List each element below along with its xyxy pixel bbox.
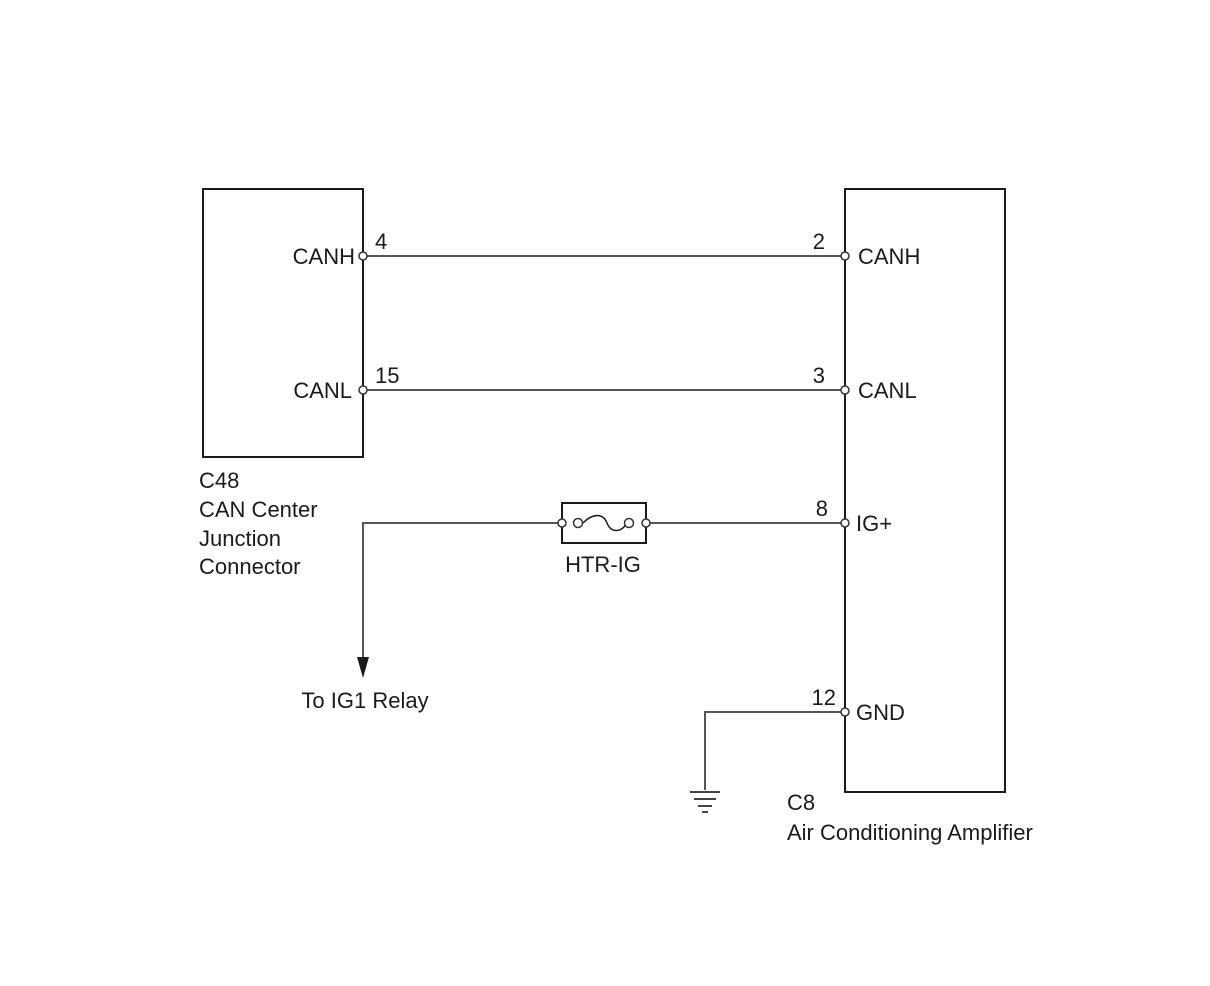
- c48-canl-pin-number: 15: [375, 363, 399, 388]
- fuse-icon: [557, 502, 651, 544]
- relay-arrow-icon: [357, 657, 369, 678]
- c8-ig-pin-number: 8: [816, 496, 828, 521]
- c48-code: C48: [199, 468, 239, 493]
- c48-canl-terminal-icon: [358, 385, 368, 395]
- c48-canh-terminal-icon: [358, 251, 368, 261]
- c8-canh-terminal-icon: [840, 251, 850, 261]
- c8-canh-label: CANH: [858, 244, 920, 269]
- c8-canl-terminal-icon: [840, 385, 850, 395]
- c8-canl-label: CANL: [858, 378, 917, 403]
- fuse-label: HTR-IG: [565, 552, 641, 577]
- c8-ig-terminal-icon: [840, 518, 850, 528]
- c8-code: C8: [787, 790, 815, 815]
- c8-name: Air Conditioning Amplifier: [787, 820, 1033, 845]
- c8-ig-label: IG+: [856, 511, 892, 536]
- c8-gnd-terminal-icon: [840, 707, 850, 717]
- c48-name-line-2: Junction: [199, 526, 281, 551]
- ground-icon: [690, 791, 720, 813]
- c48-connector-box: [202, 188, 364, 458]
- c48-canh-label: CANH: [293, 244, 355, 269]
- c8-canl-pin-number: 3: [813, 363, 825, 388]
- c48-canh-pin-number: 4: [375, 229, 387, 254]
- gnd-wire: [704, 711, 845, 790]
- c8-amplifier-box: [844, 188, 1006, 793]
- c48-canl-label: CANL: [293, 378, 352, 403]
- c48-name-line-3: Connector: [199, 554, 301, 579]
- c8-gnd-label: GND: [856, 700, 905, 725]
- c8-gnd-pin-number: 12: [812, 685, 836, 710]
- relay-label: To IG1 Relay: [301, 688, 428, 713]
- c8-canh-pin-number: 2: [813, 229, 825, 254]
- ig-wire-relay-side: [362, 522, 562, 660]
- c48-name-line-1: CAN Center: [199, 497, 318, 522]
